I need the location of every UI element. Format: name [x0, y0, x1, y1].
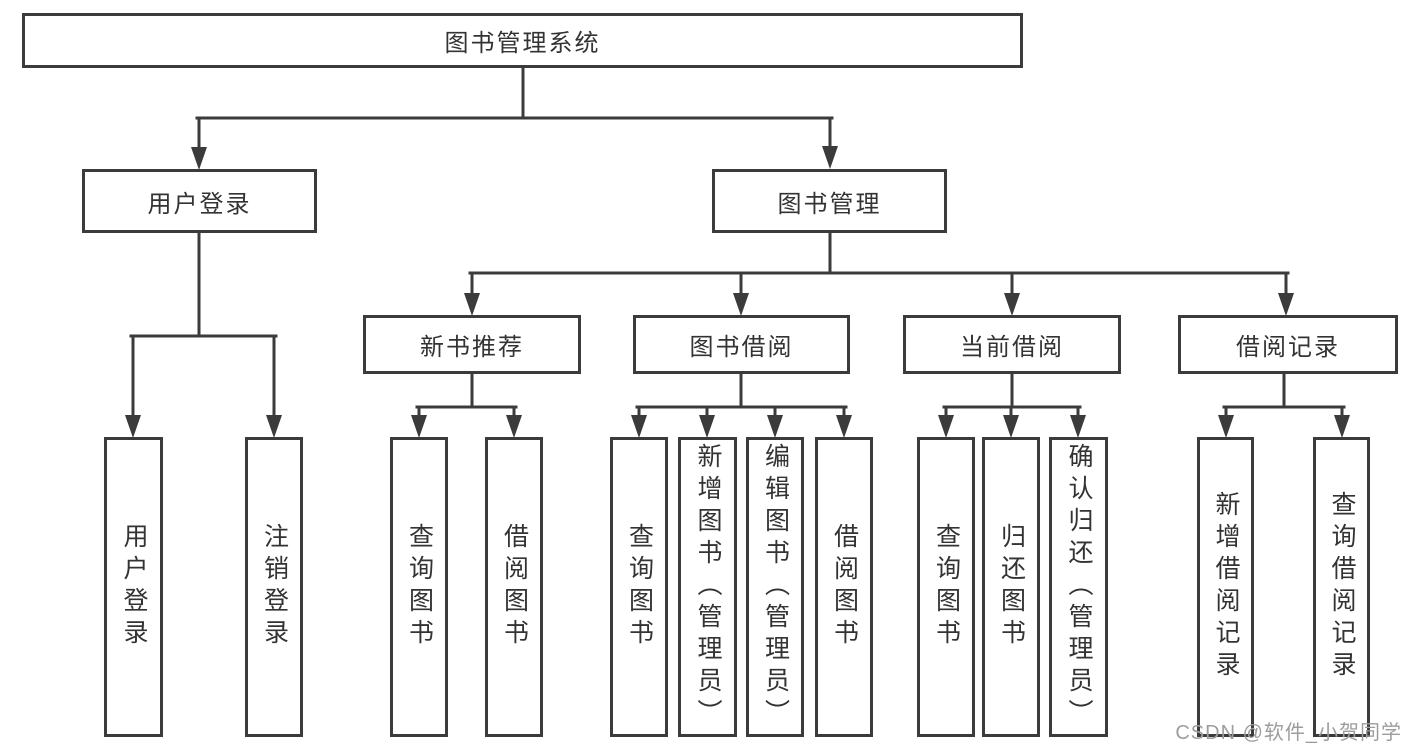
- leaf-add-borrow-record: 新增借阅记录: [1197, 437, 1254, 737]
- leaf-confirm-return-admin: 确认归还（管理员）: [1049, 437, 1108, 737]
- leaf-query-books-2: 查询图书: [610, 437, 668, 737]
- connector-borrowrecords-to-children: [1218, 374, 1350, 438]
- node-borrowing-records: 借阅记录: [1178, 315, 1398, 374]
- leaf-confirm-return-admin-label: 确认归还（管理员）: [1065, 443, 1093, 731]
- node-user-login: 用户登录: [82, 169, 317, 233]
- leaf-query-borrow-record-label: 查询借阅记录: [1328, 491, 1356, 683]
- connector-newbookrec-to-children: [411, 374, 522, 438]
- leaf-logout: 注销登录: [245, 437, 303, 737]
- node-book-management: 图书管理: [712, 169, 947, 233]
- connector-currentborrow-to-children: [938, 374, 1086, 438]
- leaf-borrow-books-1: 借阅图书: [485, 437, 543, 737]
- leaf-query-books-3: 查询图书: [917, 437, 975, 737]
- csdn-watermark: CSDN @软件_小贺同学: [1175, 722, 1402, 744]
- node-book-management-label: 图书管理: [777, 190, 882, 218]
- leaf-add-book-admin: 新增图书（管理员）: [678, 437, 737, 737]
- leaf-borrow-books-2: 借阅图书: [815, 437, 873, 737]
- node-current-borrowing: 当前借阅: [903, 315, 1121, 374]
- leaf-edit-book-admin: 编辑图书（管理员）: [746, 437, 804, 737]
- leaf-logout-label: 注销登录: [260, 523, 289, 651]
- leaf-query-books-3-label: 查询图书: [932, 523, 961, 651]
- connector-root-to-level2: [191, 68, 838, 170]
- leaf-return-book: 归还图书: [982, 437, 1040, 737]
- leaf-borrow-books-2-label: 借阅图书: [830, 523, 859, 651]
- leaf-return-book-label: 归还图书: [997, 523, 1026, 651]
- leaf-edit-book-admin-label: 编辑图书（管理员）: [761, 443, 790, 731]
- node-borrowing-records-label: 借阅记录: [1236, 334, 1340, 361]
- node-user-login-label: 用户登录: [147, 190, 252, 218]
- leaf-query-books-1: 查询图书: [390, 437, 448, 737]
- node-new-book-recommendation: 新书推荐: [363, 315, 581, 374]
- connector-userlogin-to-children: [125, 233, 282, 438]
- connector-bookmgmt-to-level3: [464, 233, 1294, 316]
- node-root: 图书管理系统: [22, 13, 1023, 68]
- leaf-borrow-books-1-label: 借阅图书: [500, 523, 529, 651]
- leaf-add-borrow-record-label: 新增借阅记录: [1212, 491, 1240, 683]
- leaf-user-login-label: 用户登录: [120, 523, 148, 651]
- connector-bookborrow-to-children: [631, 374, 852, 438]
- node-book-borrowing: 图书借阅: [633, 315, 850, 374]
- leaf-query-books-2-label: 查询图书: [625, 523, 654, 651]
- leaf-query-borrow-record: 查询借阅记录: [1313, 437, 1370, 737]
- leaf-user-login: 用户登录: [104, 437, 163, 737]
- leaf-query-books-1-label: 查询图书: [405, 523, 434, 651]
- leaf-add-book-admin-label: 新增图书（管理员）: [694, 443, 722, 731]
- node-book-borrowing-label: 图书借阅: [689, 334, 794, 361]
- node-root-label: 图书管理系统: [444, 30, 601, 57]
- node-current-borrowing-label: 当前借阅: [960, 334, 1064, 361]
- node-new-book-recommendation-label: 新书推荐: [420, 334, 524, 361]
